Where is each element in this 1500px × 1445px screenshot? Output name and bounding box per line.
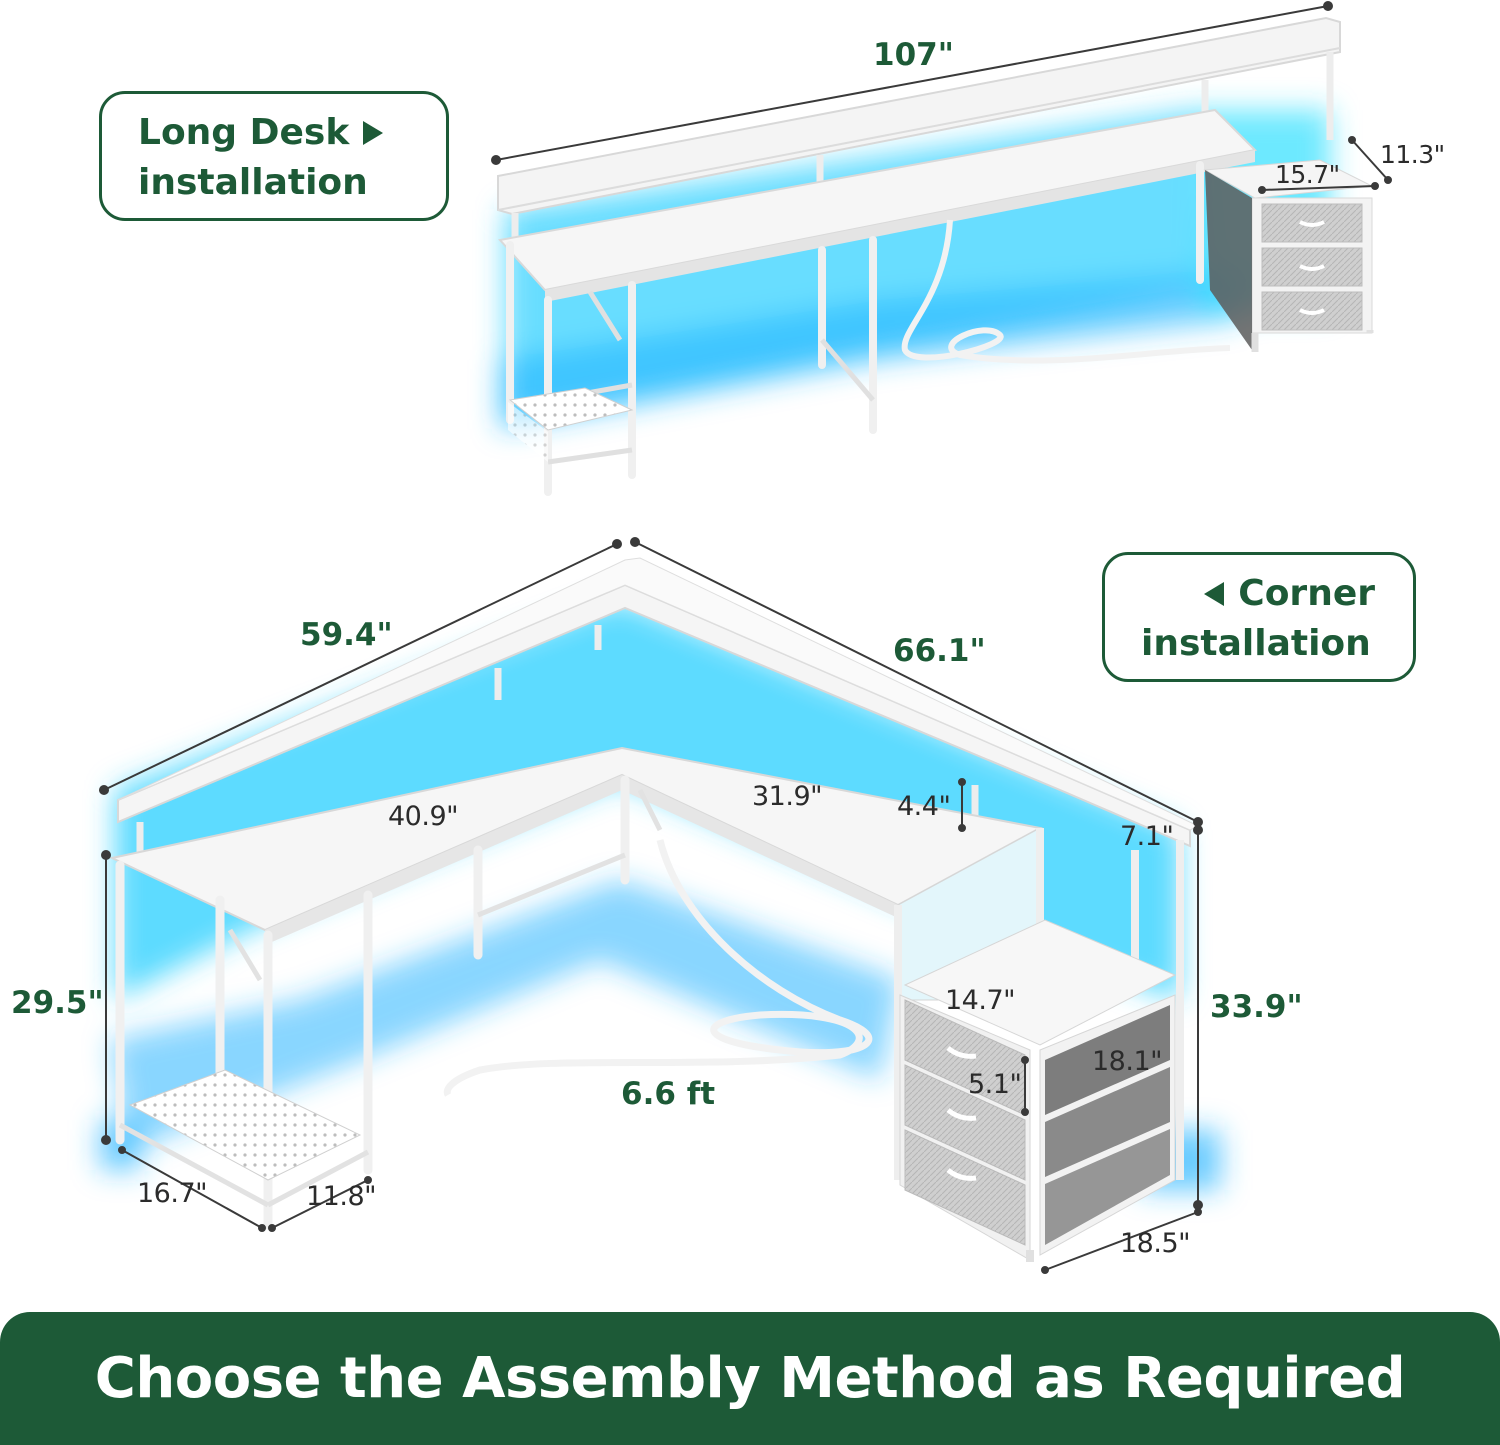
corner-callout-line2: installation (1141, 623, 1371, 664)
long-desk (491, 1, 1392, 496)
corner-callout: Corner installation (1102, 552, 1416, 682)
long-desk-mesh-shelf (508, 387, 634, 431)
dim-4-4: 4.4" (897, 791, 951, 822)
long-desk-callout-line2: installation (138, 162, 368, 203)
dim-11-3: 11.3" (1380, 140, 1445, 169)
corner-desk-drawer-cabinet (894, 827, 1184, 1262)
dim-40-9: 40.9" (388, 801, 459, 832)
dim-16-7: 16.7" (137, 1178, 208, 1209)
corner-desk-power-cable (443, 839, 873, 1097)
dim-18-1: 18.1" (1092, 1046, 1163, 1077)
dim-7-1: 7.1" (1120, 821, 1174, 852)
dim-33-9: 33.9" (1210, 989, 1303, 1025)
dim-107: 107" (873, 37, 954, 73)
bottom-banner: Choose the Assembly Method as Required (0, 1312, 1500, 1445)
long-desk-power-cable (901, 219, 1231, 364)
dim-15-7: 15.7" (1275, 160, 1340, 189)
dim-66-1: 66.1" (893, 633, 986, 669)
long-desk-drawer-cabinet (1203, 159, 1374, 352)
corner-desk-dimension-lines (99, 537, 1203, 1274)
corner-callout-line1: Corner (1238, 573, 1375, 614)
long-desk-dimension-lines (491, 1, 1392, 194)
dim-29-5: 29.5" (11, 985, 104, 1021)
dim-6-6-ft: 6.6 ft (621, 1076, 716, 1112)
long-desk-callout-line1: Long Desk (138, 112, 350, 153)
dim-18-5: 18.5" (1120, 1228, 1191, 1259)
dim-31-9: 31.9" (752, 781, 823, 812)
dim-11-8: 11.8" (306, 1181, 377, 1212)
dim-59-4: 59.4" (300, 617, 393, 653)
banner-text: Choose the Assembly Method as Required (94, 1346, 1406, 1411)
play-right-icon (363, 121, 384, 145)
dim-14-7: 14.7" (945, 985, 1016, 1016)
corner-desk-frame (118, 788, 663, 1208)
dim-5-1: 5.1" (968, 1069, 1022, 1100)
long-desk-callout: Long Desk installation (99, 91, 449, 221)
corner-desk-mesh-shelf (128, 1069, 362, 1181)
play-left-icon (1204, 582, 1225, 606)
corner-desk (99, 537, 1220, 1274)
